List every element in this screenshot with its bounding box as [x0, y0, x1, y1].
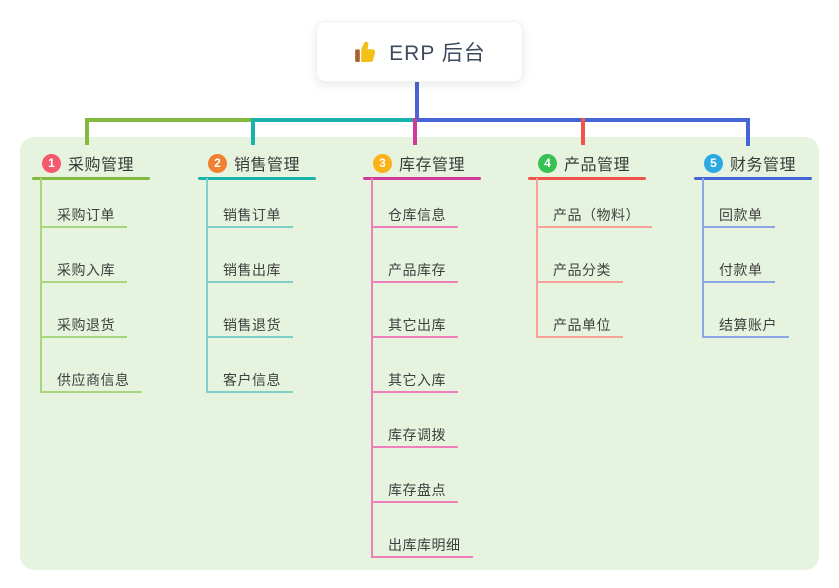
branch-1-underline — [32, 177, 150, 180]
sub-node: 回款单 — [702, 204, 775, 228]
branch-3-underline — [363, 177, 481, 180]
sub-node: 其它出库 — [371, 314, 458, 338]
branch-drop-1 — [85, 118, 89, 145]
branch-4: 4 产品管理 产品（物料） 产品分类 产品单位 — [528, 137, 693, 570]
sub-node: 库存调拨 — [371, 424, 458, 448]
branch-2-subtree-line — [206, 178, 208, 393]
branch-2: 2 销售管理 销售订单 销售出库 销售退货 客户信息 — [198, 137, 363, 570]
connector-hbar-segment-1 — [85, 118, 254, 122]
thumbs-up-icon — [355, 41, 376, 62]
branch-4-title-label: 产品管理 — [564, 157, 631, 174]
branch-2-underline — [198, 177, 316, 180]
root-node-label: ERP 后台 — [389, 41, 486, 65]
sub-node: 仓库信息 — [371, 204, 458, 228]
branch-2-badge: 2 — [208, 153, 227, 173]
branch-1-title: 1 采购管理 — [32, 150, 134, 176]
branch-3-badge: 3 — [373, 153, 392, 173]
sub-node: 采购退货 — [40, 314, 127, 338]
branch-4-badge: 4 — [538, 153, 557, 173]
sub-node: 产品（物料） — [536, 204, 652, 228]
branch-5-badge: 5 — [704, 153, 723, 173]
branch-4-underline — [528, 177, 646, 180]
sub-node: 出库库明细 — [371, 534, 473, 558]
sub-node: 结算账户 — [702, 314, 789, 338]
branch-3-title-label: 库存管理 — [399, 157, 466, 174]
branch-drop-3 — [413, 118, 417, 145]
sub-node: 其它入库 — [371, 369, 458, 393]
sub-node: 采购入库 — [40, 259, 127, 283]
sub-node: 销售出库 — [206, 259, 293, 283]
sub-node: 付款单 — [702, 259, 775, 283]
branch-3-title: 3 库存管理 — [363, 150, 465, 176]
branch-1-subtree-line — [40, 178, 42, 393]
sub-node: 客户信息 — [206, 369, 293, 393]
branch-2-title: 2 销售管理 — [198, 150, 300, 176]
connector-root-vertical — [415, 82, 419, 120]
branch-1-title-label: 采购管理 — [68, 157, 135, 174]
branch-drop-2 — [251, 118, 255, 145]
branch-2-title-label: 销售管理 — [234, 157, 301, 174]
branches-panel — [20, 137, 819, 570]
branch-4-subtree-line — [536, 178, 538, 338]
sub-node: 产品单位 — [536, 314, 623, 338]
root-node: ERP 后台 — [316, 21, 523, 82]
sub-node: 销售退货 — [206, 314, 293, 338]
branch-5-title: 5 财务管理 — [694, 150, 796, 176]
branch-3-subtree-line — [371, 178, 373, 558]
sub-node: 采购订单 — [40, 204, 127, 228]
branch-5-subtree-line — [702, 178, 704, 338]
sub-node: 产品库存 — [371, 259, 458, 283]
connector-hbar-segment-2 — [252, 118, 416, 122]
branch-4-title: 4 产品管理 — [528, 150, 630, 176]
branch-3: 3 库存管理 仓库信息 产品库存 其它出库 其它入库 库存调拨 库存盘点 出库库… — [363, 137, 528, 570]
branch-1-badge: 1 — [42, 153, 61, 173]
branch-5-title-label: 财务管理 — [730, 157, 797, 174]
branch-5-underline — [694, 177, 812, 180]
sub-node: 产品分类 — [536, 259, 623, 283]
branch-1: 1 采购管理 采购订单 采购入库 采购退货 供应商信息 — [32, 137, 197, 570]
branch-drop-5 — [746, 118, 750, 146]
branch-5: 5 财务管理 回款单 付款单 结算账户 — [694, 137, 839, 570]
branch-drop-4 — [581, 118, 585, 145]
sub-node: 供应商信息 — [40, 369, 142, 393]
sub-node: 库存盘点 — [371, 479, 458, 503]
sub-node: 销售订单 — [206, 204, 293, 228]
